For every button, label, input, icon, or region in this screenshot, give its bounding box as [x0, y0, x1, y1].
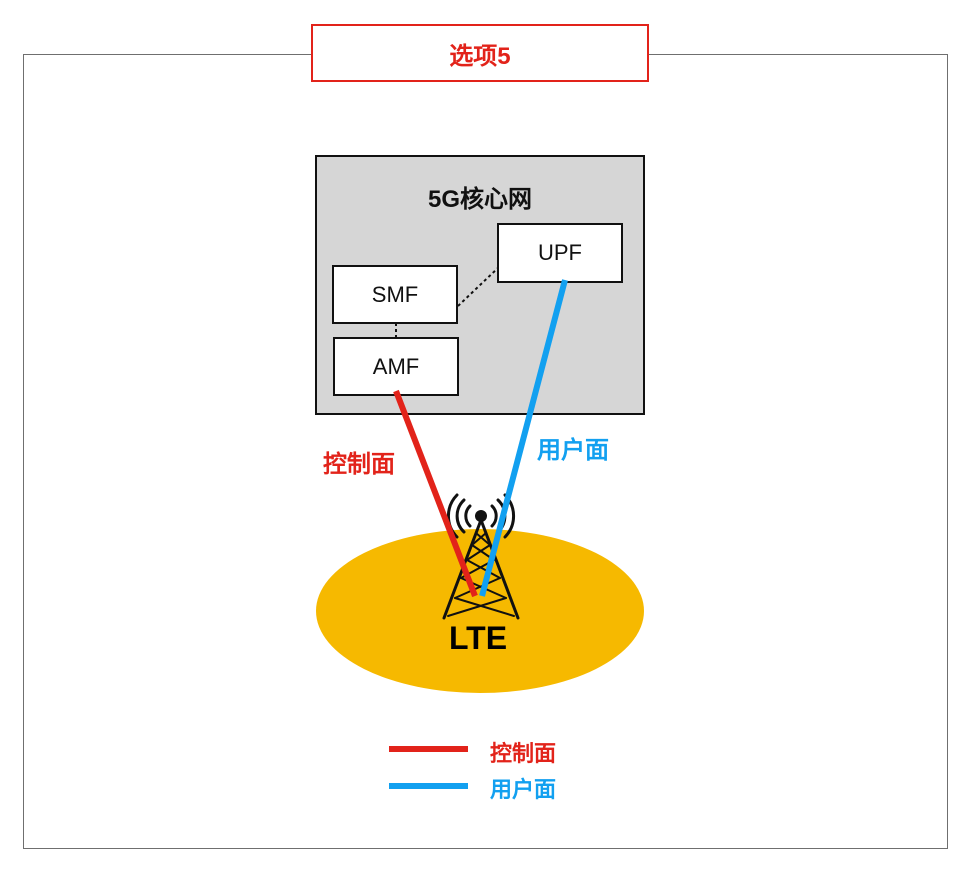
smf-box: SMF: [332, 265, 458, 324]
cell-tower-icon: [442, 493, 520, 620]
amf-box: AMF: [333, 337, 459, 396]
upf-box: UPF: [497, 223, 623, 283]
smf-label: SMF: [371, 281, 419, 307]
control-plane-link: [393, 389, 478, 598]
core-network-title: 5G核心网: [427, 186, 532, 213]
diagram-title: 选项5: [449, 42, 511, 70]
legend-user-plane-swatch: [389, 783, 468, 789]
control-plane-label: 控制面: [323, 451, 395, 478]
lte-coverage-area: [316, 529, 644, 693]
user-plane-link: [479, 279, 568, 597]
amf-label: AMF: [372, 353, 420, 379]
lte-label: LTE: [448, 620, 508, 656]
user-plane-label: 用户面: [537, 437, 609, 464]
legend-control-plane-label: 控制面: [490, 741, 557, 766]
upf-label: UPF: [538, 240, 582, 265]
legend-control-plane-swatch: [389, 746, 468, 752]
title-box: 选项5: [311, 24, 649, 82]
legend-user-plane-label: 用户面: [490, 777, 557, 802]
